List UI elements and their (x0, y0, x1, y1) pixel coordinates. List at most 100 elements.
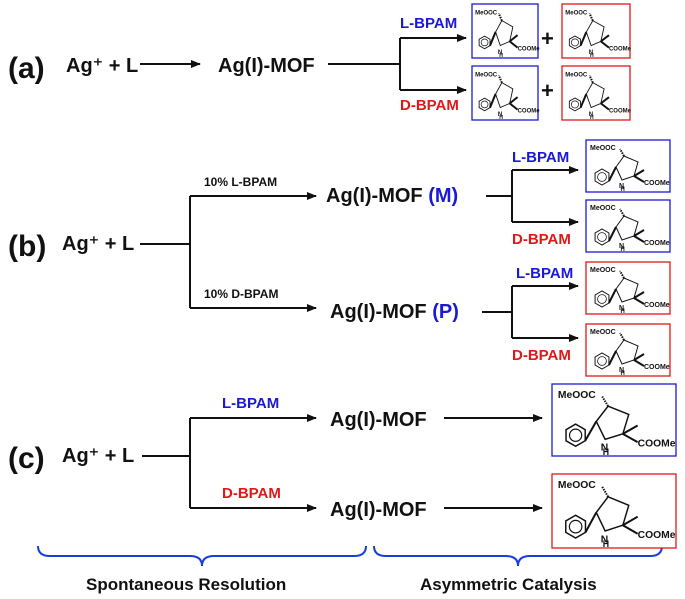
product-b-2-ester-bond (633, 235, 645, 243)
product-a-3-ring (495, 82, 514, 109)
product-b-1-methyl (633, 169, 645, 177)
product-b-4-ester-top: MeOOC (590, 329, 616, 336)
product-a-3-phenyl-bond (489, 93, 497, 108)
product-a-2-nh-h: H (590, 53, 594, 59)
product-a-2-phenyl-aromatic (571, 38, 579, 47)
bracket-spontaneous (37, 545, 367, 567)
product-b-4-ring (615, 339, 639, 365)
product-b-3-ester-top-bond (619, 270, 625, 279)
product-b-3-nh-h: H (621, 309, 625, 315)
product-b-1-phenyl-aromatic (597, 172, 607, 182)
footer-left-label: Spontaneous Resolution (86, 575, 286, 594)
product-a-1-methyl (509, 34, 519, 43)
row-b-catalyst-2: D-BPAM (512, 231, 571, 248)
product-c-1-phenyl-aromatic (568, 428, 583, 442)
row-b-reactant: Ag⁺ + L (62, 233, 134, 255)
row-c-upper-seed: L-BPAM (222, 395, 279, 412)
row-b-label: (b) (8, 230, 46, 263)
product-a-4-ester-top: MeOOC (565, 72, 588, 78)
row-b-catalyst-3: L-BPAM (516, 265, 573, 282)
product-a-2-ring (585, 20, 605, 47)
product-c-1-ester-bond (622, 432, 639, 444)
row-c-mof-lower: Ag(I)-MOF (330, 499, 427, 521)
product-a-1-box (471, 3, 539, 59)
product-a-3-methyl (509, 96, 519, 105)
product-b-1-ester-right: COOMe (644, 180, 670, 187)
product-c-2-nh-n: N (601, 534, 608, 545)
product-b-4-ester-top-bond (619, 332, 625, 341)
row-a-plus-lower: + (541, 78, 554, 103)
product-a-4-phenyl-bond (579, 93, 588, 109)
product-c-2-nh-h: H (603, 539, 609, 549)
product-a-4-methyl (600, 96, 610, 105)
product-b-3-methyl (633, 291, 645, 299)
product-a-1-ester-bond (509, 40, 519, 49)
product-a-2-methyl (600, 34, 610, 43)
product-a-4-ester-top-bond (588, 74, 594, 84)
product-b-3-ester-top: MeOOC (590, 267, 616, 274)
product-c-1-phenyl (565, 423, 586, 448)
product-b-4-phenyl-aromatic (597, 356, 607, 366)
row-c-label: (c) (8, 442, 45, 475)
row-c-mof-upper: Ag(I)-MOF (330, 409, 427, 431)
product-a-3-ester-top: MeOOC (475, 72, 498, 78)
product-b-4-nh-h: H (621, 371, 625, 377)
product-c-1-ester-top-bond (601, 395, 609, 407)
row-a-reactant: Ag⁺ + L (66, 55, 138, 77)
product-b-3-phenyl-aromatic (597, 294, 607, 304)
product-a-1-ring (495, 20, 514, 47)
product-b-1-phenyl (594, 168, 610, 186)
product-c-2-methyl (622, 515, 639, 527)
product-b-1-ester-top-bond (619, 148, 625, 157)
product-c-1-ester-top: MeOOC (558, 390, 596, 401)
row-a-label: (a) (8, 52, 45, 85)
product-a-4-nh-h: H (590, 115, 594, 121)
product-b-3-nh-n: N (619, 305, 624, 312)
product-a-3-box (471, 65, 539, 121)
product-a-4-ester-right: COOMe (609, 109, 632, 115)
row-a-upper-catalyst: L-BPAM (400, 15, 457, 32)
product-b-1-ester-bond (633, 175, 645, 183)
product-c-2-ring (595, 495, 630, 532)
product-b-3-ring (615, 277, 639, 303)
product-c-2-phenyl-bond (584, 511, 598, 533)
product-b-2-nh-h: H (621, 247, 625, 253)
product-c-2-ester-bond (622, 524, 639, 535)
product-b-1-nh-n: N (619, 183, 624, 190)
product-a-4-phenyl-aromatic (571, 100, 579, 109)
product-a-1-phenyl-aromatic (480, 38, 489, 47)
product-c-1-ring (595, 405, 630, 441)
product-b-4-methyl (633, 353, 645, 361)
product-a-3-nh-n: N (498, 112, 502, 118)
product-a-2-ester-top-bond (588, 12, 594, 22)
product-b-3-ester-bond (633, 297, 645, 305)
product-b-2-phenyl-bond (608, 226, 617, 242)
product-a-2-phenyl-bond (579, 31, 588, 47)
product-a-4-ester-bond (600, 102, 610, 111)
product-b-3-ester-right: COOMe (644, 302, 670, 309)
product-b-1-ester-top: MeOOC (590, 145, 616, 152)
product-b-1-phenyl-bond (608, 166, 617, 182)
product-structures: COOMeMeOOCNHCOOMeMeOOCNHCOOMeMeOOCNHCOOM… (471, 3, 677, 549)
product-b-1-ring (615, 155, 639, 181)
product-b-2-ester-right: COOMe (644, 240, 670, 247)
bracket-catalysis (373, 545, 663, 567)
product-a-3-ester-bond (509, 102, 519, 111)
product-c-1-ester-right: COOMe (638, 438, 676, 449)
product-b-2-ring (615, 215, 639, 241)
product-a-3-ester-right: COOMe (518, 109, 541, 115)
product-a-2-nh-n: N (589, 50, 593, 56)
product-b-2-ester-top: MeOOC (590, 205, 616, 212)
product-a-2-ester-top: MeOOC (565, 10, 588, 16)
row-a-plus-upper: + (541, 26, 554, 51)
product-a-1-nh-h: H (499, 53, 503, 59)
product-b-2-methyl (633, 229, 645, 237)
product-a-1-phenyl (478, 35, 491, 50)
